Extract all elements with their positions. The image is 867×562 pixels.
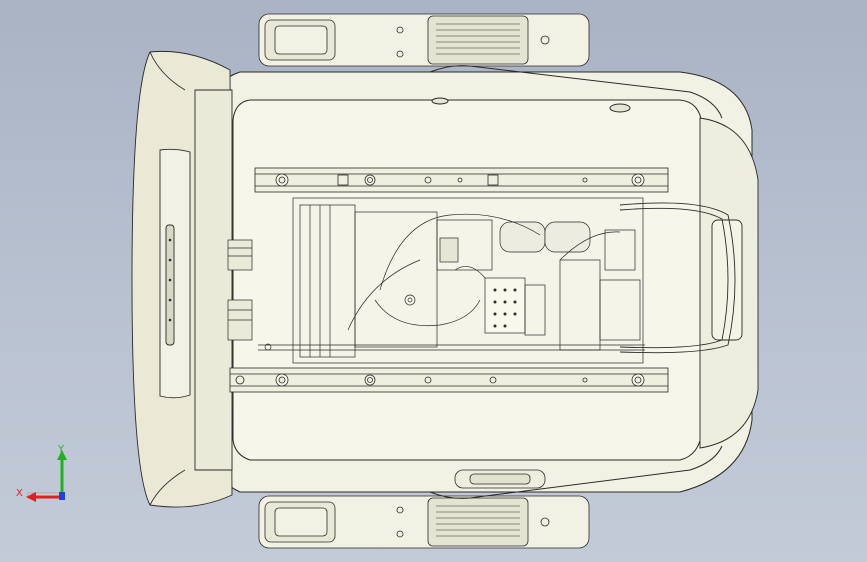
internal-chassis <box>258 197 645 364</box>
left-front-bumper <box>131 50 233 508</box>
top-track-assembly <box>258 13 590 67</box>
y-axis-arrow <box>57 450 67 460</box>
x-axis-label: X <box>16 488 23 499</box>
bottom-handle <box>454 469 546 489</box>
lower-rail <box>229 367 669 393</box>
right-bumper <box>699 117 759 449</box>
axis-triad: X Y <box>16 444 67 502</box>
cable-loop <box>619 202 736 354</box>
left-mechanism <box>227 239 253 341</box>
z-axis-marker <box>59 492 65 500</box>
x-axis-arrow <box>26 492 36 502</box>
bottom-track-assembly <box>258 495 590 549</box>
y-axis-label: Y <box>57 444 65 455</box>
upper-rail <box>254 167 669 193</box>
